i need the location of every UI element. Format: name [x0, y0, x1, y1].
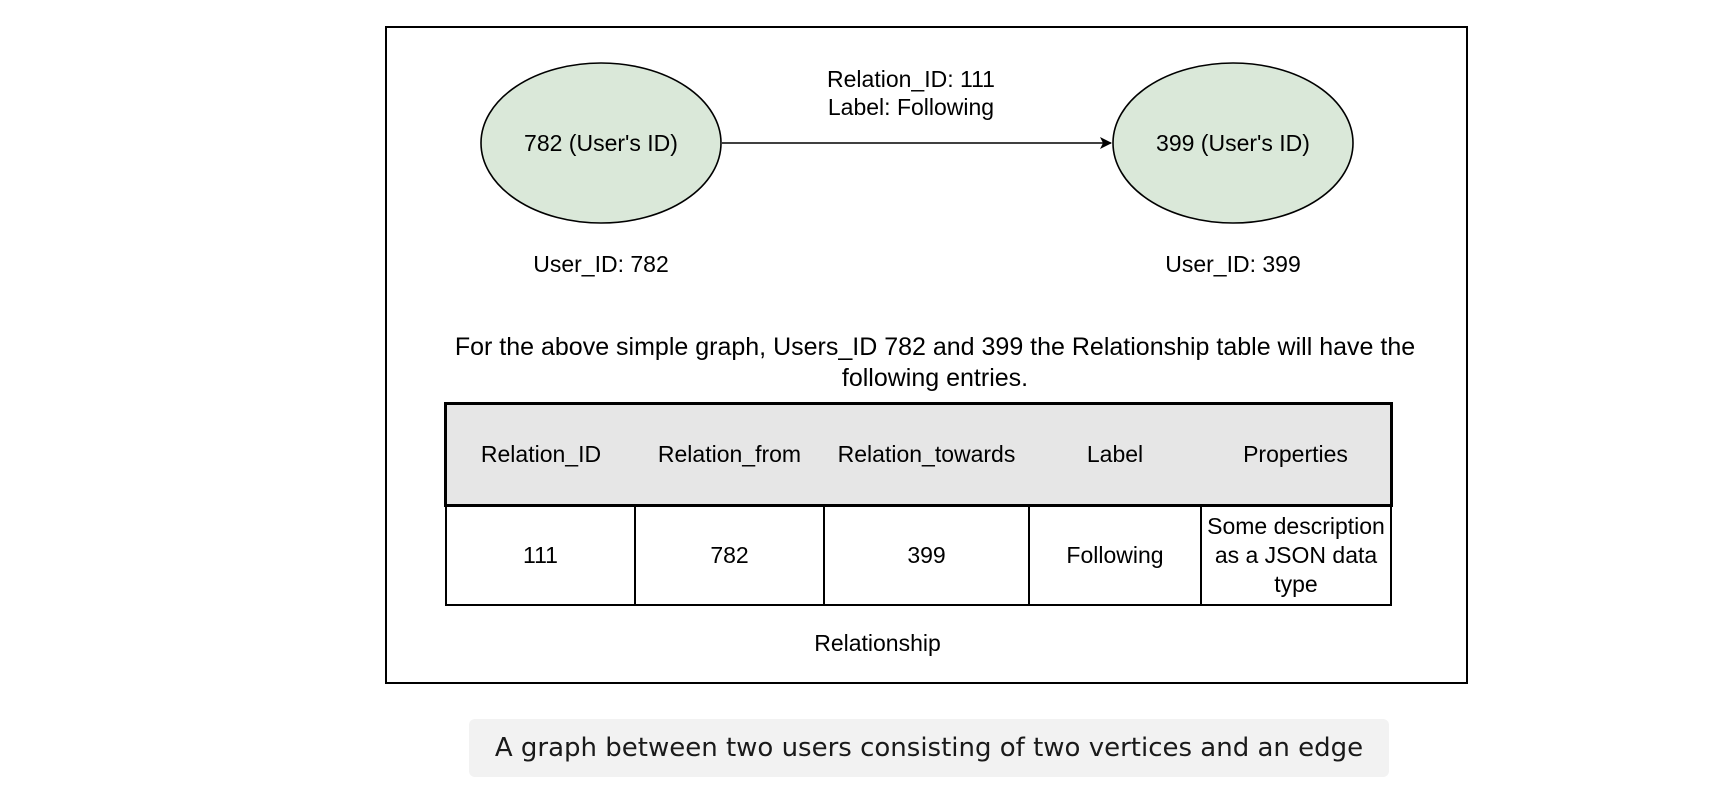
vertex-user-782: 782 (User's ID)	[480, 62, 722, 224]
relationship-table: Relation_ID Relation_from Relation_towar…	[444, 402, 1393, 606]
figure-caption: A graph between two users consisting of …	[469, 719, 1389, 777]
vertex-label: 782 (User's ID)	[524, 130, 678, 156]
column-header-relation-id: Relation_ID	[445, 403, 635, 506]
table-row: 111 782 399 Following Some description a…	[445, 504, 1392, 606]
diagram-frame	[385, 26, 1468, 684]
table-header-row: Relation_ID Relation_from Relation_towar…	[445, 403, 1392, 506]
cell-properties: Some description as a JSON data type	[1200, 504, 1392, 606]
cell-relation-towards: 399	[823, 504, 1030, 606]
edge-label-label: Label: Following	[828, 94, 994, 120]
cell-relation-id: 111	[445, 504, 636, 606]
vertex-sublabel-782: User_ID: 782	[533, 251, 669, 277]
vertex-ellipse	[480, 62, 722, 224]
vertex-user-399: 399 (User's ID)	[1112, 62, 1354, 224]
vertex-ellipse	[1112, 62, 1354, 224]
cell-relation-from: 782	[634, 504, 825, 606]
cell-label: Following	[1028, 504, 1202, 606]
column-header-properties: Properties	[1201, 403, 1392, 506]
vertex-label: 399 (User's ID)	[1156, 130, 1310, 156]
table-caption: Relationship	[814, 630, 941, 656]
column-header-relation-from: Relation_from	[635, 403, 824, 506]
vertex-sublabel-399: User_ID: 399	[1165, 251, 1301, 277]
column-header-label: Label	[1029, 403, 1201, 506]
column-header-relation-towards: Relation_towards	[824, 403, 1029, 506]
edge-relation-id-label: Relation_ID: 111	[827, 66, 995, 92]
graph-description: For the above simple graph, Users_ID 782…	[454, 333, 1416, 392]
